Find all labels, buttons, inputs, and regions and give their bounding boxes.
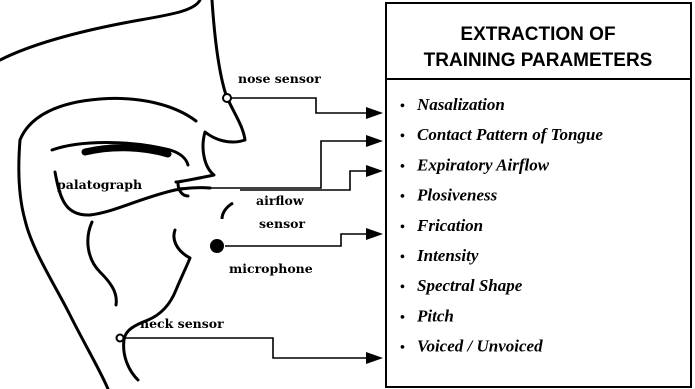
parameter-item: Pitch	[416, 306, 454, 325]
parameter-bullet: •	[400, 250, 405, 265]
palatograph-plate	[85, 148, 168, 154]
microphone-arrowhead	[366, 228, 383, 240]
lower-jaw	[124, 230, 190, 380]
airflow-connector	[240, 171, 368, 190]
parameter-item: Contact Pattern of Tongue	[417, 125, 603, 144]
airflow-sensor-label-line2: sensor	[259, 216, 305, 231]
parameter-item: Nasalization	[416, 95, 505, 114]
nose-arrowhead	[366, 107, 383, 119]
palatograph-label: palatograph	[57, 177, 142, 192]
nose-connector	[231, 98, 368, 113]
airflow-arrowhead	[366, 165, 383, 177]
airflow-sensor-marker	[222, 203, 233, 219]
palatograph-connector	[180, 141, 368, 188]
parameter-item: Frication	[416, 216, 483, 235]
nose-sensor-marker	[223, 94, 231, 102]
nasal-cavity	[20, 98, 196, 140]
neck-sensor-marker	[117, 335, 124, 342]
parameter-item: Expiratory Airflow	[416, 155, 550, 174]
parameter-bullet: •	[400, 159, 405, 174]
parameter-bullet: •	[400, 129, 405, 144]
neck-arrowhead	[366, 352, 383, 364]
microphone-marker	[210, 239, 224, 253]
palatograph-arrowhead	[366, 135, 383, 147]
throat-inner	[88, 222, 116, 305]
parameter-item: Spectral Shape	[417, 276, 523, 295]
parameter-bullet: •	[400, 310, 405, 325]
neck-sensor-label: neck sensor	[140, 316, 224, 331]
parameter-item: Intensity	[416, 246, 479, 265]
parameter-bullet: •	[400, 220, 405, 235]
head-profile-upper	[0, 0, 245, 182]
parameter-bullet: •	[400, 190, 405, 205]
neck-connector	[124, 338, 368, 358]
parameter-bullet: •	[400, 341, 405, 356]
nose-sensor-label: nose sensor	[238, 71, 321, 86]
parameter-item: Plosiveness	[416, 186, 498, 205]
parameter-bullet: •	[400, 99, 405, 114]
box-title-line1: EXTRACTION OF	[460, 24, 615, 45]
microphone-connector	[225, 234, 368, 246]
parameter-item: Voiced / Unvoiced	[417, 337, 543, 356]
microphone-label: microphone	[229, 261, 313, 276]
parameter-bullet: •	[400, 280, 405, 295]
airflow-sensor-label-line1: airflow	[256, 193, 305, 208]
box-title-line2: TRAINING PARAMETERS	[424, 50, 653, 71]
